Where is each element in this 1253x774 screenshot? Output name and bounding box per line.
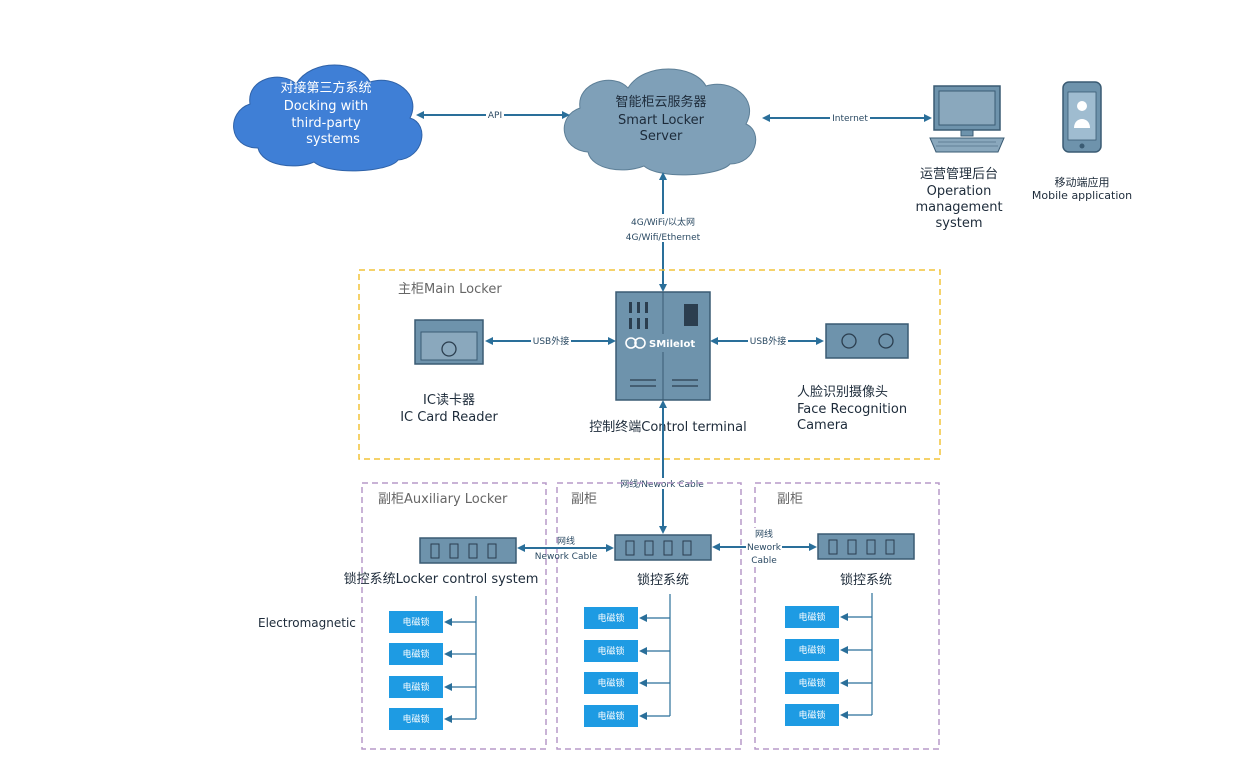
- electromagnetic-lock: [785, 704, 839, 726]
- computer-icon: [929, 85, 1005, 153]
- camera-label-en1: Face Recognition: [797, 402, 907, 417]
- face-camera-icon: [825, 323, 909, 359]
- electromagnetic-lock: [785, 672, 839, 694]
- lock-label: 电磁锁: [798, 709, 825, 721]
- camera-label-cn: 人脸识别摄像头: [797, 385, 888, 400]
- lock-tree-2: [639, 594, 671, 720]
- aux-locker-title-3: 副柜: [777, 492, 803, 507]
- usb-left-label: USB外接: [533, 335, 569, 347]
- network-cable-left-connector: 网线 Nework Cable: [517, 535, 614, 562]
- lock-tree-1: [444, 596, 477, 723]
- lock-label: 电磁锁: [597, 612, 624, 624]
- electromagnetic-lock: [785, 606, 839, 628]
- electromagnetic-label: Electromagnetic: [258, 616, 356, 630]
- network-label-en: 4G/Wifi/Ethernet: [626, 233, 701, 243]
- electromagnetic-lock: [389, 708, 443, 730]
- lock-label: 电磁锁: [798, 677, 825, 689]
- mobile-label-en: Mobile application: [1032, 189, 1132, 202]
- third-party-label-cn: 对接第三方系统: [280, 80, 371, 96]
- camera-label-en2: Camera: [797, 418, 848, 433]
- server-label-cn: 智能柜云服务器: [615, 94, 706, 110]
- ic-reader-label-cn: IC读卡器: [423, 393, 475, 408]
- ic-reader-label-en: IC Card Reader: [400, 410, 498, 425]
- locker-controller-3-label: 锁控系统: [840, 572, 892, 588]
- lock-label: 电磁锁: [402, 648, 429, 660]
- lock-label: 电磁锁: [597, 645, 624, 657]
- electromagnetic-lock: [584, 607, 638, 629]
- cable-right-label-en2: Cable: [751, 556, 777, 566]
- server-label-en2: Server: [640, 129, 683, 144]
- network-cable-down-label: 网线/Nework Cable: [620, 478, 704, 490]
- main-locker-title: 主柜Main Locker: [398, 282, 502, 297]
- electromagnetic-lock: [389, 643, 443, 665]
- brand-logo-icon: [625, 337, 637, 349]
- smart-locker-server-cloud: 智能柜云服务器 Smart Locker Server: [563, 68, 757, 176]
- cable-right-label-en1: Nework: [747, 543, 782, 553]
- usb-right-label: USB外接: [750, 335, 786, 347]
- network-cable-right-connector: 网线 Nework Cable: [712, 528, 817, 566]
- locker-controller-1-icon: [419, 537, 517, 564]
- aux-locker-group-3: [754, 482, 940, 750]
- lock-label: 电磁锁: [798, 611, 825, 623]
- third-party-label-en1: Docking with: [284, 99, 368, 114]
- server-label-en1: Smart Locker: [618, 113, 705, 128]
- network-label-cn: 4G/WiFi/以太网: [631, 216, 695, 228]
- control-terminal-icon: [615, 291, 711, 401]
- third-party-cloud: 对接第三方系统 Docking with third-party systems: [233, 64, 423, 172]
- lock-label: 电磁锁: [402, 713, 429, 725]
- operation-label-en2: management: [915, 200, 1002, 215]
- ic-card-reader-icon: [414, 319, 484, 365]
- lock-label: 电磁锁: [402, 681, 429, 693]
- electromagnetic-lock: [584, 672, 638, 694]
- aux-locker-title-1: 副柜Auxiliary Locker: [378, 492, 508, 507]
- third-party-label-en3: systems: [306, 132, 360, 147]
- mobile-label-cn: 移动端应用: [1055, 175, 1110, 189]
- internet-label: Internet: [832, 114, 868, 124]
- aux-locker-group-1: [361, 482, 547, 750]
- api-connector: API: [416, 109, 570, 121]
- electromagnetic-lock: [389, 611, 443, 633]
- electromagnetic-lock: [584, 705, 638, 727]
- operation-label-cn: 运营管理后台: [920, 167, 998, 182]
- cable-left-label-en: Nework Cable: [535, 552, 598, 562]
- lock-label: 电磁锁: [597, 710, 624, 722]
- aux-locker-title-2: 副柜: [571, 492, 597, 507]
- cable-left-label-cn: 网线: [557, 535, 575, 547]
- electromagnetic-lock: [584, 640, 638, 662]
- electromagnetic-lock: [785, 639, 839, 661]
- locker-controller-2-label: 锁控系统: [637, 572, 689, 588]
- electromagnetic-lock: [389, 676, 443, 698]
- operation-label-en1: Operation: [927, 184, 992, 199]
- mobile-phone-icon: [1062, 81, 1102, 153]
- main-locker-group: [358, 269, 941, 460]
- control-terminal-label: 控制终端Control terminal: [589, 419, 746, 435]
- lock-tree-3: [840, 593, 873, 719]
- locker-controller-3-icon: [817, 533, 915, 560]
- lock-label: 电磁锁: [597, 677, 624, 689]
- operation-label-en3: system: [936, 216, 983, 231]
- locker-controller-1-label: 锁控系统Locker control system: [344, 571, 539, 587]
- server-terminal-connector: 4G/WiFi/以太网 4G/Wifi/Ethernet: [624, 172, 702, 292]
- aux-locker-group-2: [556, 482, 742, 750]
- third-party-label-en2: third-party: [291, 116, 361, 131]
- terminal-brand-label: SMileIot: [649, 339, 695, 350]
- usb-left-connector: USB外接: [485, 335, 616, 347]
- usb-right-connector: USB外接: [710, 335, 824, 347]
- internet-connector: Internet: [762, 112, 932, 124]
- api-label: API: [488, 111, 502, 121]
- cable-right-label-cn: 网线: [755, 528, 773, 540]
- lock-label: 电磁锁: [402, 616, 429, 628]
- lock-label: 电磁锁: [798, 644, 825, 656]
- locker-controller-2-icon: [614, 534, 712, 561]
